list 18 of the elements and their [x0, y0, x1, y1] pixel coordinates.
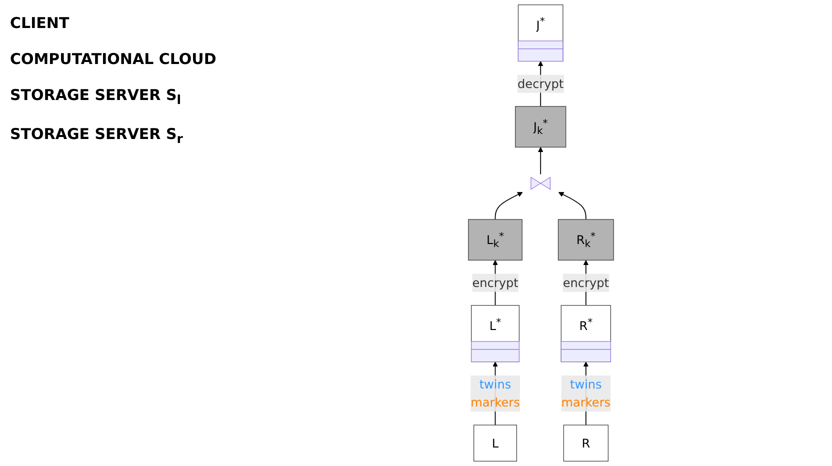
data-box: L [474, 424, 517, 462]
section-label: STORAGE SERVER S$_{r}$ [10, 125, 184, 146]
edge-label: decrypt [518, 74, 564, 93]
data-box: R$^{*}$ [560, 305, 611, 362]
arrow [538, 146, 544, 175]
data-box: J$^{*}$ [518, 4, 564, 62]
section-label: STORAGE SERVER S$_{l}$ [10, 86, 182, 107]
data-box: L$^{*}$ [471, 305, 520, 362]
edge-label: encrypt [562, 274, 609, 292]
data-box: R [563, 424, 608, 462]
section-label: CLIENT [10, 14, 70, 32]
arrow [494, 192, 523, 220]
edge-label: twins markers [561, 375, 611, 412]
edge-label: twins markers [470, 375, 520, 412]
section-label: COMPUTATIONAL CLOUD [10, 50, 218, 68]
edge-label: encrypt [472, 274, 518, 292]
arrow [558, 192, 586, 220]
join-symbol [530, 176, 551, 190]
